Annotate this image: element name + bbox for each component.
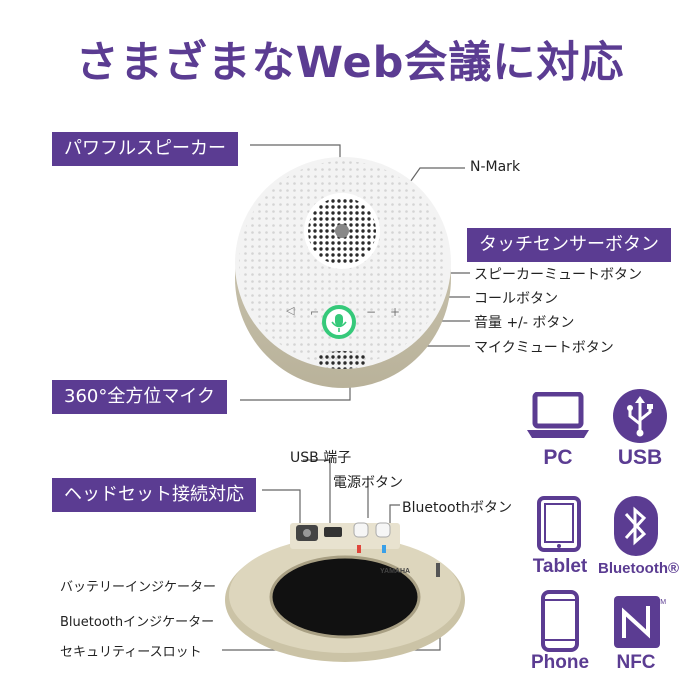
speaker-callout: パワフルスピーカー bbox=[52, 132, 238, 166]
power-label: 電源ボタン bbox=[333, 475, 403, 491]
phone-label: Phone bbox=[530, 652, 590, 673]
brand-logo: YAMAHA bbox=[380, 568, 410, 575]
speaker-mute-icon[interactable]: ◁ bbox=[286, 304, 295, 317]
nmark-label: N-Mark bbox=[470, 159, 521, 175]
laptop-icon bbox=[527, 391, 589, 444]
speaker-device-bottom: YAMAHA bbox=[225, 522, 465, 662]
phone-icon bbox=[541, 590, 579, 656]
microphone-icon bbox=[331, 314, 347, 332]
bluetooth-label: Bluetooth® bbox=[598, 560, 680, 577]
touch-buttons-callout: タッチセンサーボタン bbox=[467, 228, 671, 262]
volume-up-icon[interactable]: + bbox=[390, 305, 400, 319]
svg-text:TM: TM bbox=[656, 599, 666, 606]
bt-indicator-label: Bluetoothインジケーター bbox=[60, 615, 215, 630]
nfc-icon: TM bbox=[612, 594, 668, 654]
volume-down-icon[interactable]: − bbox=[366, 305, 376, 319]
bluetooth-icon bbox=[612, 494, 660, 562]
usb-port-label: USB 端子 bbox=[290, 450, 352, 466]
usb-label: USB bbox=[617, 446, 663, 469]
headset-callout: ヘッドセット接続対応 bbox=[52, 478, 256, 512]
bluetooth-button[interactable] bbox=[375, 522, 391, 538]
nfc-label: NFC bbox=[616, 652, 656, 673]
battery-indicator bbox=[357, 545, 361, 553]
tablet-icon bbox=[537, 496, 581, 556]
call-label: コールボタン bbox=[474, 291, 558, 307]
security-slot-label: セキュリティースロット bbox=[60, 645, 202, 660]
speaker-mute-label: スピーカーミュートボタン bbox=[474, 267, 642, 283]
battery-indicator-label: バッテリーインジケーター bbox=[60, 580, 217, 595]
call-icon[interactable]: ⌐ bbox=[310, 306, 319, 319]
usb-port[interactable] bbox=[324, 527, 342, 537]
page-title: さまざまなWeb会議に対応 bbox=[75, 38, 625, 88]
bt-button-label: Bluetoothボタン bbox=[402, 500, 512, 516]
speaker-device-top: ◁ ⌐ − + bbox=[235, 157, 451, 388]
tablet-label: Tablet bbox=[532, 556, 588, 577]
pc-label: PC bbox=[543, 446, 573, 469]
volume-label: 音量 +/- ボタン bbox=[474, 315, 575, 331]
usb-icon bbox=[611, 388, 669, 448]
power-button[interactable] bbox=[353, 522, 369, 538]
security-slot bbox=[436, 563, 440, 577]
mic-mute-label: マイクミュートボタン bbox=[474, 340, 614, 356]
bluetooth-indicator bbox=[382, 545, 386, 553]
mic360-callout: 360°全方位マイク bbox=[52, 380, 227, 414]
